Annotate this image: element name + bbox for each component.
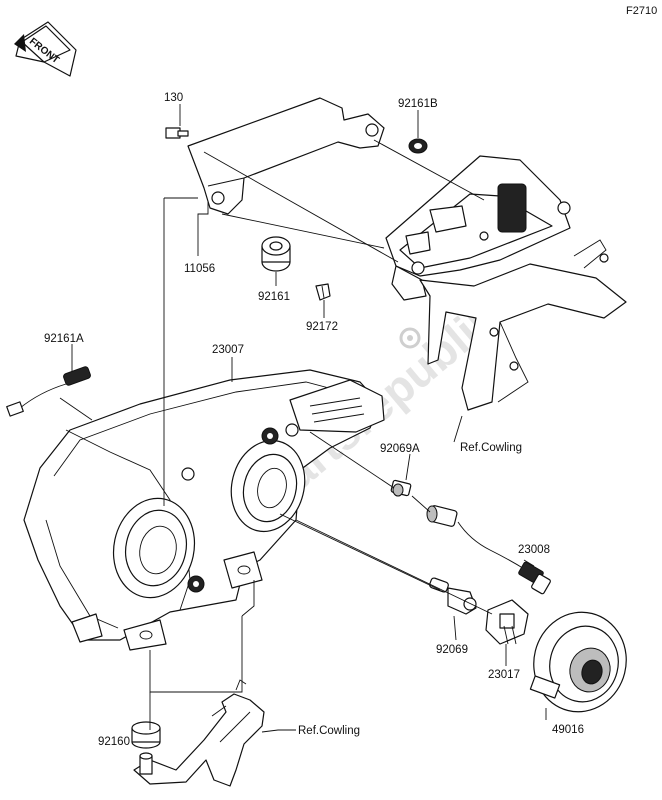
bolt-130 xyxy=(165,127,189,139)
label-130: 130 xyxy=(164,92,183,104)
label-92161a: 92161A xyxy=(44,333,84,345)
label-92172: 92172 xyxy=(306,321,338,333)
label-92160: 92160 xyxy=(98,736,130,748)
headlight-assembly-23007 xyxy=(23,369,385,651)
socket-23008 xyxy=(426,505,551,595)
grommet-92160 xyxy=(131,721,161,749)
label-92069: 92069 xyxy=(436,644,468,656)
label-ref-cowling-upper: Ref.Cowling xyxy=(460,442,522,454)
clip-92172 xyxy=(315,283,331,301)
bulb-92069a xyxy=(390,479,412,497)
label-11056: 11056 xyxy=(184,263,215,275)
grommet-92161 xyxy=(261,236,291,272)
label-ref-cowling-lower: Ref.Cowling xyxy=(298,725,360,737)
label-92161b: 92161B xyxy=(398,98,438,110)
front-arrow-icon: FRONT xyxy=(14,21,77,77)
headlight-stay xyxy=(187,97,385,215)
cowling-frame xyxy=(385,155,627,411)
socket-23017 xyxy=(485,599,529,645)
harness-92161a xyxy=(6,366,91,417)
grommet-92161b xyxy=(408,138,428,154)
label-49016: 49016 xyxy=(552,724,584,736)
label-23007: 23007 xyxy=(212,344,244,356)
figure-code: F2710 xyxy=(626,5,657,17)
lower-cowling-bracket xyxy=(133,679,265,787)
leader-lines xyxy=(59,104,547,733)
label-92069a: 92069A xyxy=(380,443,420,455)
label-92161: 92161 xyxy=(258,291,290,303)
label-23017: 23017 xyxy=(488,669,520,681)
gear-icon xyxy=(399,327,421,349)
bulb-92069 xyxy=(429,577,477,615)
cover-49016 xyxy=(529,611,627,713)
label-23008: 23008 xyxy=(518,544,550,556)
